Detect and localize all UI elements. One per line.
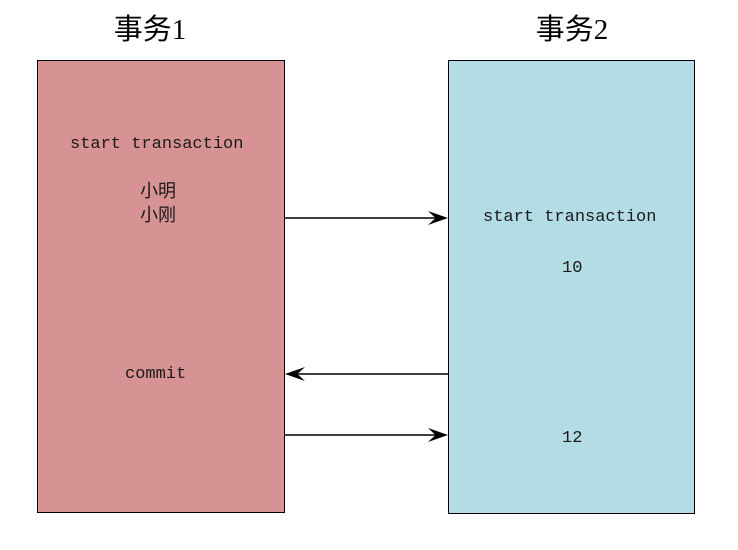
arrow-3-head-icon: [428, 428, 448, 442]
tx1-name-xiaoming-label: 小明: [140, 181, 176, 202]
arrow-2-head-icon: [285, 367, 305, 381]
tx1-commit-label: commit: [125, 365, 187, 384]
tx1-name-xiaogang-label: 小刚: [140, 205, 176, 226]
tx2-value-12-label: 12: [562, 429, 583, 448]
column-title-transaction-2: 事务2: [535, 14, 609, 46]
transaction-2-box: [448, 60, 695, 514]
transaction-1-box: [37, 60, 285, 513]
column-title-transaction-1: 事务1: [113, 14, 187, 46]
tx2-start-transaction-label: start transaction: [483, 208, 657, 227]
tx1-start-transaction-label: start transaction: [70, 135, 244, 154]
tx2-value-10-label: 10: [562, 259, 583, 278]
arrow-1-head-icon: [428, 211, 448, 225]
